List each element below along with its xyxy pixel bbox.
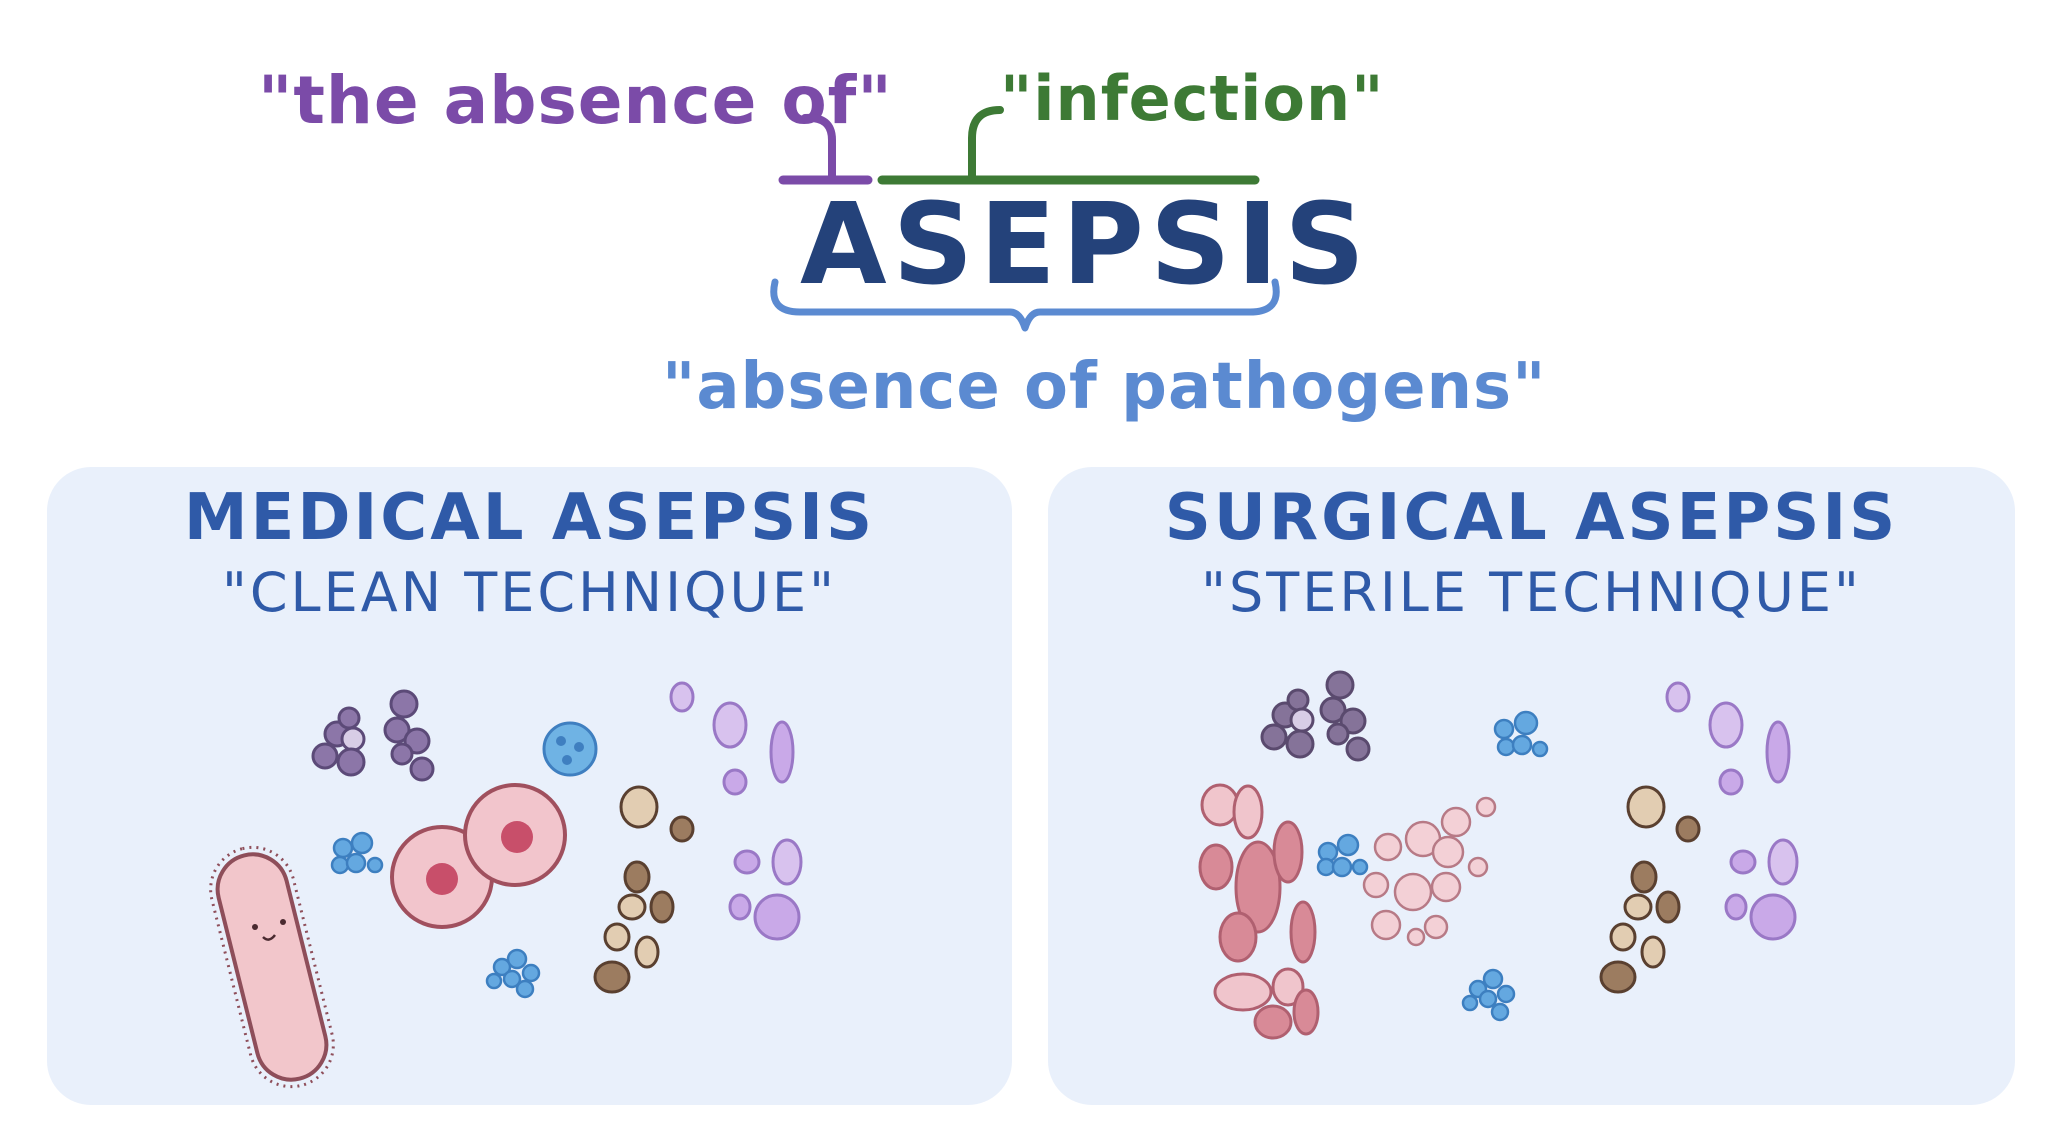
lavender-fragments-icon: [669, 681, 803, 941]
panel-subtitle: "STERILE TECHNIQUE": [1201, 561, 1862, 624]
panel-subtitle: "CLEAN TECHNIQUE": [222, 561, 837, 624]
panel-medical-asepsis: MEDICAL ASEPSIS "CLEAN TECHNIQUE": [47, 467, 1012, 1105]
virus-icon: [542, 721, 598, 777]
prefix-meaning: "the absence of": [258, 62, 893, 139]
definition: "absence of pathogens": [662, 350, 1547, 424]
bacterium-icon: [209, 845, 335, 1089]
etymology-brackets: [770, 106, 1280, 332]
lavender-fragments-icon: [1665, 681, 1799, 941]
cocci-cluster-icon: [1260, 670, 1371, 762]
panel-title: SURGICAL ASEPSIS: [1164, 481, 1899, 555]
cell-fragments-icon: [1362, 796, 1497, 947]
cells-icon: [390, 783, 567, 929]
root-meaning: "infection": [1000, 62, 1385, 135]
panel-surgical-asepsis: SURGICAL ASEPSIS "STERILE TECHNIQUE": [1048, 467, 2015, 1105]
tissue-fragments-icon: [1198, 783, 1320, 1040]
microbes-illustration: [209, 681, 803, 1089]
fungi-fragments-icon: [593, 785, 695, 994]
fungi-fragments-icon: [1599, 785, 1701, 994]
microbes-illustration: [1198, 670, 1799, 1040]
cocci-cluster-icon: [311, 689, 435, 782]
blue-cocci-icon: [330, 831, 541, 999]
panel-title: MEDICAL ASEPSIS: [183, 481, 876, 555]
blue-cocci-icon: [1316, 710, 1549, 1022]
term-asepsis: ASEPSIS: [800, 180, 1371, 310]
